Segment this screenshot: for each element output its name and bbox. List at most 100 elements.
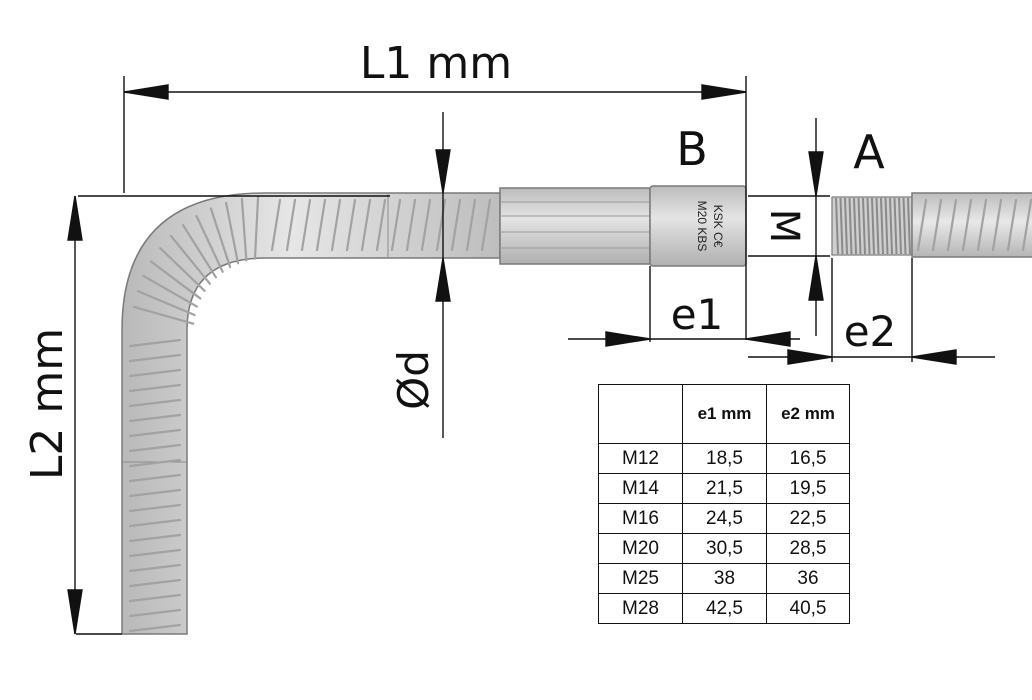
rebar-rib xyxy=(128,578,182,588)
rebar-rib xyxy=(931,198,943,252)
rebar-rib xyxy=(128,428,182,438)
e2-label: e2 xyxy=(844,307,897,356)
table-cell: 24,5 xyxy=(682,503,767,534)
table-cell: M16 xyxy=(598,503,683,534)
rebar-rib xyxy=(128,533,182,543)
rebar-rib xyxy=(300,198,312,252)
l1-label: L1 mm xyxy=(360,38,512,89)
threaded-end-a xyxy=(831,196,913,256)
coupler-marking-2: M20 KBS xyxy=(695,201,709,252)
rebar-rib xyxy=(128,458,182,468)
rebar-rib xyxy=(128,518,182,528)
table-row: M20 30,5 28,5 xyxy=(598,533,850,564)
rebar-rib xyxy=(240,197,248,262)
rebar-rib xyxy=(128,503,182,513)
rebar-rib xyxy=(136,290,196,317)
thread-line xyxy=(907,197,911,255)
rebar-rib xyxy=(315,198,327,252)
rebar-rib xyxy=(450,198,462,252)
rebar-rib xyxy=(225,201,240,265)
thread-line xyxy=(839,197,844,255)
table-cell: 36 xyxy=(766,563,850,594)
rebar-rib xyxy=(128,593,182,603)
thread-line xyxy=(889,197,893,255)
table-header-cell xyxy=(598,384,683,444)
rebar-rib xyxy=(209,207,232,269)
thread-line xyxy=(844,197,848,255)
table-cell: 16,5 xyxy=(766,443,850,474)
thread-line xyxy=(848,197,853,255)
rebar-rib xyxy=(128,443,182,453)
table-row: M28 42,5 40,5 xyxy=(598,593,850,624)
m-label: M xyxy=(761,209,807,244)
rebar-rib xyxy=(182,224,217,279)
table-header-cell: e2 mm xyxy=(766,384,850,444)
table-cell: 21,5 xyxy=(682,473,767,504)
rebar-rib xyxy=(390,198,402,252)
table-cell: M12 xyxy=(598,443,683,474)
table-cell: 30,5 xyxy=(682,533,767,564)
b-label: B xyxy=(676,122,708,176)
table-cell: 42,5 xyxy=(682,593,767,624)
rebar-rib xyxy=(946,198,958,252)
table-row: M12 18,5 16,5 xyxy=(598,443,850,474)
thread-line xyxy=(893,197,898,255)
bent-rebar xyxy=(121,192,501,635)
rebar-rib xyxy=(128,488,182,498)
l2-label: L2 mm xyxy=(22,328,73,480)
rebar-rib xyxy=(128,353,182,363)
rebar-rib xyxy=(285,198,297,252)
rebar-rib xyxy=(420,198,432,252)
table-header-row: e1 mm e2 mm xyxy=(598,384,850,444)
table-cell: 28,5 xyxy=(766,533,850,564)
rebar-rib xyxy=(142,274,199,308)
a-label: A xyxy=(853,125,885,179)
thread-line xyxy=(835,197,839,255)
rebar-rib xyxy=(128,383,182,393)
rebar-rib xyxy=(1021,198,1032,252)
thread-line xyxy=(902,197,907,255)
rebar-rib xyxy=(128,398,182,408)
table-cell: M28 xyxy=(598,593,683,624)
rebar-rib xyxy=(128,338,182,348)
thread-line xyxy=(898,197,902,255)
table-header-cell: e1 mm xyxy=(682,384,767,444)
rebar-rib xyxy=(149,260,202,300)
dimensions-table: e1 mm e2 mm M12 18,5 16,5 M14 21,5 19,5 … xyxy=(598,384,850,624)
rebar-rib xyxy=(253,196,260,260)
table-cell: M14 xyxy=(598,473,683,504)
rebar-rib xyxy=(195,214,224,273)
rebar-rib xyxy=(128,608,182,618)
rebar-rib xyxy=(128,548,182,558)
coupler-marking-1: KSK Ϲ€ xyxy=(711,205,725,248)
rebar-rib xyxy=(169,234,211,285)
rebar-rib xyxy=(128,413,182,423)
rebar-rib xyxy=(360,198,372,252)
table-row: M16 24,5 22,5 xyxy=(598,503,850,534)
rebar-rib xyxy=(465,198,477,252)
rebar-rib xyxy=(961,198,973,252)
table-cell: 18,5 xyxy=(682,443,767,474)
thread-line xyxy=(880,197,884,255)
table-cell: 22,5 xyxy=(766,503,850,534)
table-cell: 19,5 xyxy=(766,473,850,504)
straight-rebar xyxy=(911,192,1032,258)
coupler-b: KSK Ϲ€ M20 KBS xyxy=(499,185,747,267)
e1-label: e1 xyxy=(671,290,724,339)
thread-line xyxy=(871,197,875,255)
rebar-rib xyxy=(405,198,417,252)
rebar-rib xyxy=(132,305,195,325)
rebar-rib xyxy=(1006,198,1018,252)
rebar-rib xyxy=(375,198,387,252)
table-cell: 38 xyxy=(682,563,767,594)
thread-line xyxy=(857,197,862,255)
thread-line xyxy=(853,197,857,255)
rebar-rib xyxy=(270,198,282,252)
table-cell: M20 xyxy=(598,533,683,564)
table-row: M14 21,5 19,5 xyxy=(598,473,850,504)
rebar-rib xyxy=(128,623,182,633)
thread-line xyxy=(884,197,889,255)
rebar-rib xyxy=(128,473,182,483)
rebar-rib xyxy=(128,563,182,573)
